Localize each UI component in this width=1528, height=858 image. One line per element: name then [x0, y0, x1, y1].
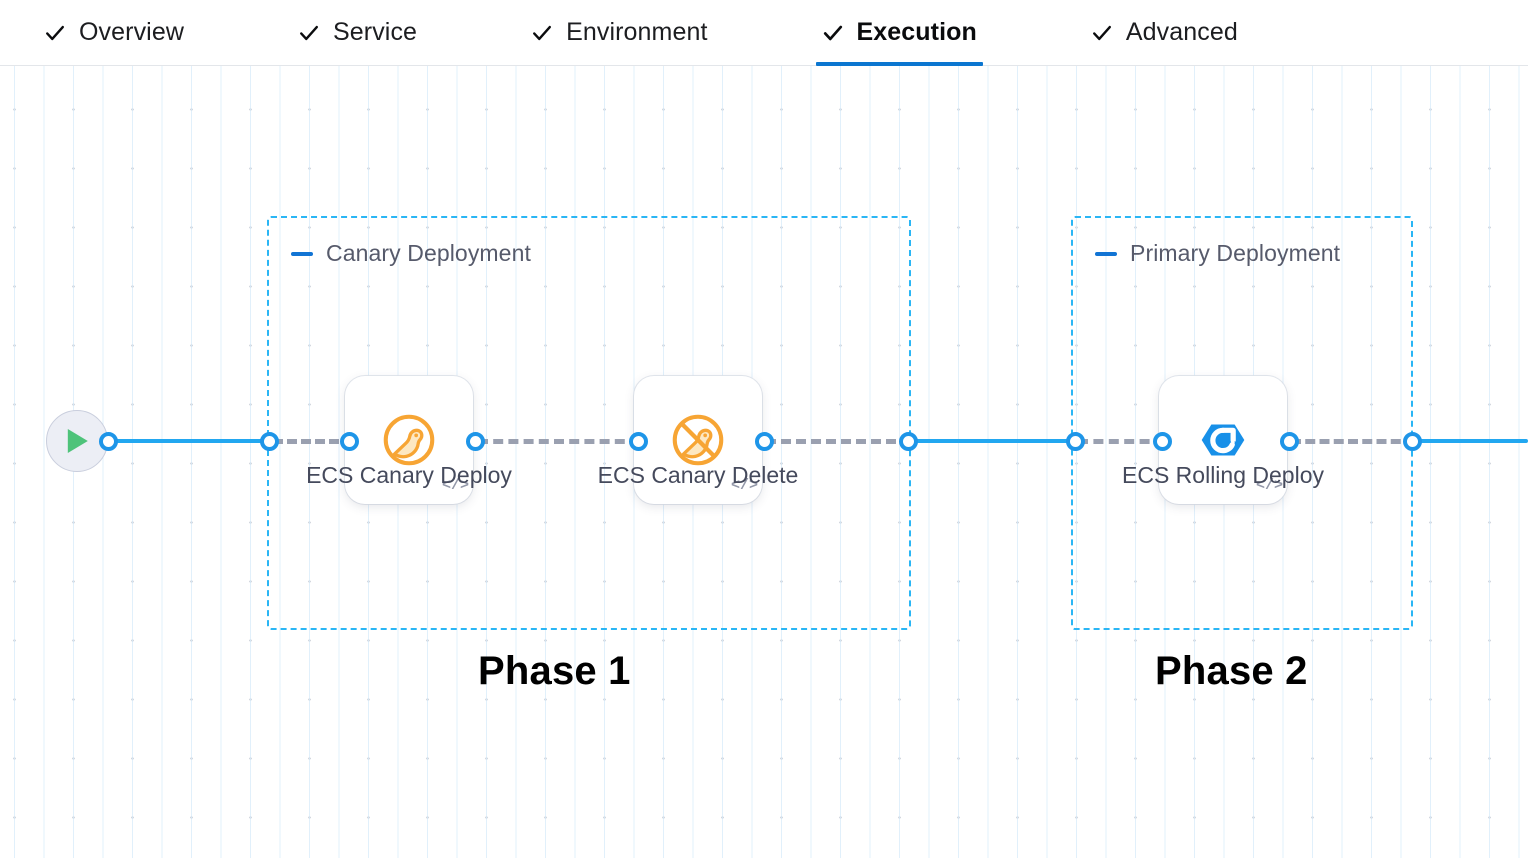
- code-badge-icon[interactable]: </>: [731, 477, 759, 494]
- tab-overview[interactable]: Overview: [44, 0, 206, 66]
- annotation-phase-2: Phase 2: [1155, 649, 1308, 693]
- pipeline-start-node[interactable]: [46, 410, 108, 472]
- group-title: Primary Deployment: [1130, 240, 1341, 266]
- port-rolling-deploy-output[interactable]: [1280, 432, 1299, 451]
- tab-environment[interactable]: Environment: [531, 0, 729, 66]
- check-icon: [1091, 22, 1113, 44]
- tab-advanced[interactable]: Advanced: [1091, 0, 1260, 66]
- annotation-phase-1: Phase 1: [478, 649, 631, 693]
- edge-group1-entry: [273, 439, 353, 444]
- tab-active-underline: [815, 61, 983, 66]
- tab-execution[interactable]: Execution: [815, 0, 999, 66]
- rolling-deploy-icon: [1192, 409, 1254, 471]
- pipeline-canvas[interactable]: Canary Deployment Primary Deployment: [0, 66, 1528, 858]
- edge-canary-deploy-to-delete: [478, 439, 640, 444]
- edge-group1-exit: [766, 439, 911, 444]
- tab-label: Execution: [856, 18, 977, 46]
- edge-group1-to-group2: [908, 439, 1076, 443]
- canary-bird-delete-icon: [667, 409, 729, 471]
- group-header: Primary Deployment: [1095, 240, 1340, 267]
- minus-icon[interactable]: [1095, 251, 1117, 256]
- node-label-ecs-canary-deploy: ECS Canary Deploy: [306, 462, 512, 488]
- tab-label: Service: [333, 18, 418, 46]
- tab-label: Environment: [566, 18, 708, 46]
- play-icon: [67, 429, 88, 453]
- edge-group2-exit: [1291, 439, 1415, 444]
- port-group1-input[interactable]: [260, 432, 279, 451]
- group-canary-deployment[interactable]: Canary Deployment: [267, 216, 911, 630]
- check-icon: [531, 22, 553, 44]
- minus-icon[interactable]: [291, 251, 313, 256]
- code-badge-icon[interactable]: </>: [442, 477, 470, 494]
- tab-label: Overview: [79, 18, 184, 46]
- check-icon: [44, 22, 66, 44]
- node-label-ecs-canary-delete: ECS Canary Delete: [597, 462, 799, 488]
- port-group2-input[interactable]: [1066, 432, 1085, 451]
- port-canary-deploy-output[interactable]: [466, 432, 485, 451]
- node-label-ecs-rolling-deploy: ECS Rolling Deploy: [1122, 462, 1324, 488]
- port-group2-output[interactable]: [1403, 432, 1422, 451]
- tab-label: Advanced: [1125, 18, 1238, 46]
- code-badge-icon[interactable]: </>: [1256, 477, 1284, 494]
- canary-bird-icon: [378, 409, 440, 471]
- node-ecs-canary-delete[interactable]: </>: [634, 376, 762, 504]
- tab-service[interactable]: Service: [298, 0, 439, 66]
- check-icon: [298, 22, 320, 44]
- port-start-output[interactable]: [99, 432, 118, 451]
- port-rolling-deploy-input[interactable]: [1153, 432, 1172, 451]
- check-icon: [822, 22, 844, 44]
- port-canary-delete-output[interactable]: [755, 432, 774, 451]
- edge-group2-entry: [1078, 439, 1165, 444]
- port-group1-output[interactable]: [899, 432, 918, 451]
- port-canary-deploy-input[interactable]: [340, 432, 359, 451]
- stage-tab-bar: Overview Service Environment Execution: [0, 0, 1528, 66]
- node-ecs-rolling-deploy[interactable]: </>: [1159, 376, 1287, 504]
- group-title: Canary Deployment: [326, 240, 531, 266]
- node-ecs-canary-deploy[interactable]: </>: [345, 376, 473, 504]
- group-primary-deployment[interactable]: Primary Deployment: [1071, 216, 1413, 630]
- group-header: Canary Deployment: [291, 240, 531, 267]
- port-canary-delete-input[interactable]: [629, 432, 648, 451]
- edge-start-to-group1: [105, 439, 272, 443]
- edge-group2-to-end: [1412, 439, 1528, 443]
